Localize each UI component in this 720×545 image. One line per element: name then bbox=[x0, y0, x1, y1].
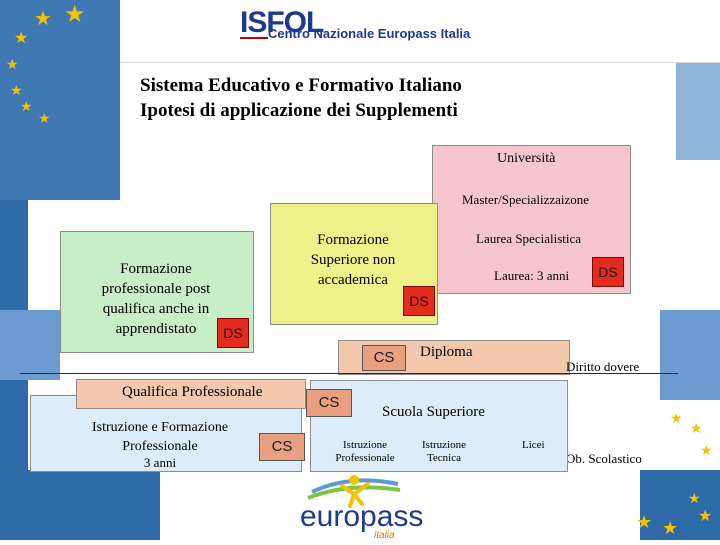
qualifica-bar bbox=[76, 379, 306, 409]
ob-scolastico-label: Ob. Scolastico bbox=[566, 451, 642, 466]
star-icon: ★ bbox=[64, 0, 86, 28]
title-line-2: Ipotesi di applicazione dei Supplementi bbox=[140, 100, 458, 121]
laurea-specialistica-label: Laurea Specialistica bbox=[476, 231, 582, 246]
qualifica-label: Qualifica Professionale bbox=[122, 384, 263, 400]
star-icon: ★ bbox=[34, 6, 52, 30]
universita-ds-badge: DS bbox=[592, 257, 624, 287]
formazione-superiore-label: Formazione Superiore non accademica bbox=[310, 232, 396, 288]
star-icon: ★ bbox=[698, 506, 713, 525]
istruzione-formazione-years: 3 anni bbox=[143, 455, 177, 470]
europass-logo: europass italia bbox=[290, 470, 430, 541]
star-icon: ★ bbox=[688, 491, 701, 507]
title-line-1: Sistema Educativo e Formativo Italiano bbox=[140, 75, 462, 96]
formazione-post-ds-badge: DS bbox=[217, 318, 249, 348]
star-icon: ★ bbox=[38, 111, 51, 127]
page-title: Sistema Educativo e Formativo Italiano I… bbox=[140, 73, 462, 123]
logo-text: ISFOL bbox=[240, 6, 324, 39]
star-icon: ★ bbox=[662, 518, 679, 539]
istruzione-tecnica-label: Istruzione Tecnica bbox=[422, 439, 466, 464]
master-label: Master/Specializzaizone bbox=[462, 192, 590, 207]
licei-label: Licei bbox=[522, 439, 545, 451]
qualifica-cs-badge: CS bbox=[306, 389, 352, 417]
scuola-superiore-box bbox=[310, 380, 568, 472]
europass-swoosh-icon bbox=[307, 475, 401, 508]
istruzione-professionale-label: Istruzione Professionale bbox=[335, 439, 395, 464]
star-icon: ★ bbox=[670, 411, 683, 427]
formazione-superiore-ds-badge: DS bbox=[403, 286, 435, 316]
istruzione-formazione-cs-badge: CS bbox=[259, 433, 305, 461]
divider-line bbox=[20, 373, 678, 374]
star-icon: ★ bbox=[14, 28, 29, 47]
europass-main-text: europass bbox=[300, 500, 424, 533]
star-icon: ★ bbox=[6, 57, 19, 73]
diploma-label: Diploma bbox=[420, 344, 473, 360]
star-icon: ★ bbox=[700, 443, 713, 459]
istruzione-formazione-label: Istruzione e Formazione Professionale bbox=[91, 420, 229, 454]
universita-title: Università bbox=[497, 151, 556, 166]
star-icon: ★ bbox=[636, 512, 653, 533]
right-frame-middle-block bbox=[660, 310, 720, 400]
star-icon: ★ bbox=[20, 99, 33, 115]
diploma-cs-badge: CS bbox=[362, 345, 406, 371]
bottom-left-block bbox=[0, 470, 160, 540]
logo-underline bbox=[240, 37, 268, 39]
header-subtitle: Centro Nazionale Europass Italia bbox=[268, 26, 471, 41]
isfol-logo: ISFOL bbox=[240, 6, 324, 40]
diritto-dovere-label: Diritto dovere bbox=[566, 359, 640, 374]
left-frame-top-block bbox=[0, 0, 120, 200]
europass-italia-text: italia bbox=[374, 530, 395, 541]
left-frame-middle-block bbox=[0, 310, 60, 380]
star-icon: ★ bbox=[10, 83, 23, 99]
formazione-superiore-box bbox=[270, 203, 438, 325]
formazione-post-label: Formazione professionale post qualifica … bbox=[101, 261, 211, 337]
star-icon: ★ bbox=[690, 421, 703, 437]
scuola-superiore-title: Scuola Superiore bbox=[382, 404, 485, 420]
bottom-right-block bbox=[640, 470, 720, 540]
header-bar bbox=[120, 0, 720, 63]
laurea-3-anni-label: Laurea: 3 anni bbox=[494, 268, 570, 283]
europass-wordmark: europass bbox=[300, 500, 423, 534]
